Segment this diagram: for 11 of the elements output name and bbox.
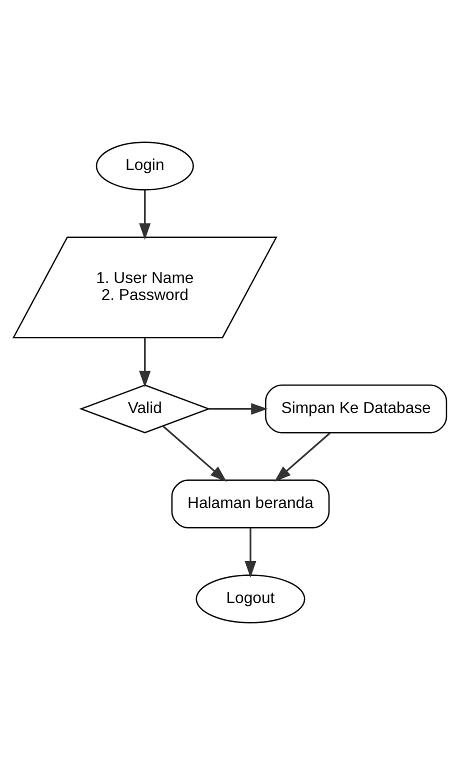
arrow	[208, 402, 268, 414]
arrow	[162, 425, 227, 482]
arrow	[139, 337, 151, 388]
arrow	[139, 190, 151, 240]
arrow	[274, 432, 331, 482]
node-diamond: Valid	[79, 384, 211, 433]
node-box: Simpan Ke Database	[265, 384, 448, 433]
arrow	[244, 528, 256, 578]
node-ellipse: Logout	[196, 574, 306, 623]
node-box: Halaman beranda	[171, 479, 330, 528]
node-ellipse: Login	[96, 141, 194, 190]
